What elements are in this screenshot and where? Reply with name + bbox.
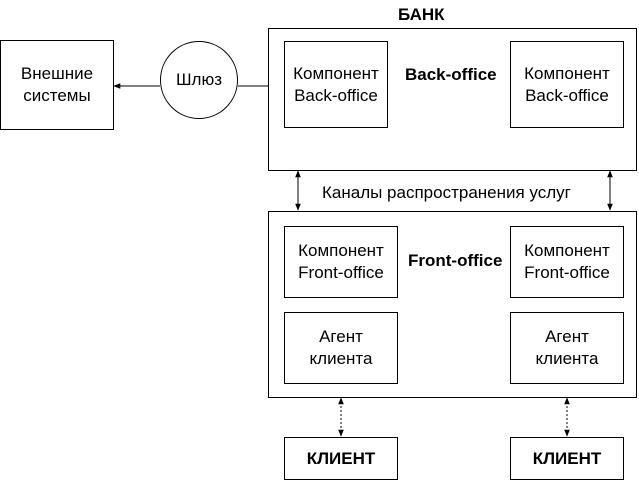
front-office-component-left: Компонент Front-office	[284, 226, 398, 298]
client-box-left: КЛИЕНТ	[284, 437, 398, 480]
external-systems-box: Внешние системы	[0, 40, 114, 130]
back-office-component-left-label: Компонент Back-office	[293, 63, 379, 105]
client-right-label: КЛИЕНТ	[532, 448, 602, 468]
front-office-component-left-label: Компонент Front-office	[298, 241, 384, 282]
client-agent-left-label: Агент клиента	[309, 327, 373, 368]
front-office-component-right-label: Компонент Front-office	[524, 241, 610, 282]
client-box-right: КЛИЕНТ	[510, 437, 624, 480]
gateway-label: Шлюз	[175, 70, 223, 89]
channels-label: Каналы распространения услуг	[322, 183, 571, 202]
client-agent-right: Агент клиента	[510, 312, 624, 384]
bank-title: БАНК	[398, 5, 445, 24]
client-left-label: КЛИЕНТ	[306, 448, 376, 468]
back-office-component-right-label: Компонент Back-office	[524, 63, 610, 105]
client-agent-right-label: Агент клиента	[535, 327, 599, 368]
back-office-component-right: Компонент Back-office	[510, 41, 624, 128]
back-office-component-left: Компонент Back-office	[284, 41, 388, 128]
external-systems-label: Внешние системы	[20, 64, 94, 105]
gateway-node: Шлюз	[160, 41, 238, 119]
client-agent-left: Агент клиента	[284, 312, 398, 384]
front-office-label: Front-office	[408, 251, 503, 270]
back-office-label: Back-office	[405, 65, 497, 84]
front-office-component-right: Компонент Front-office	[510, 226, 624, 298]
